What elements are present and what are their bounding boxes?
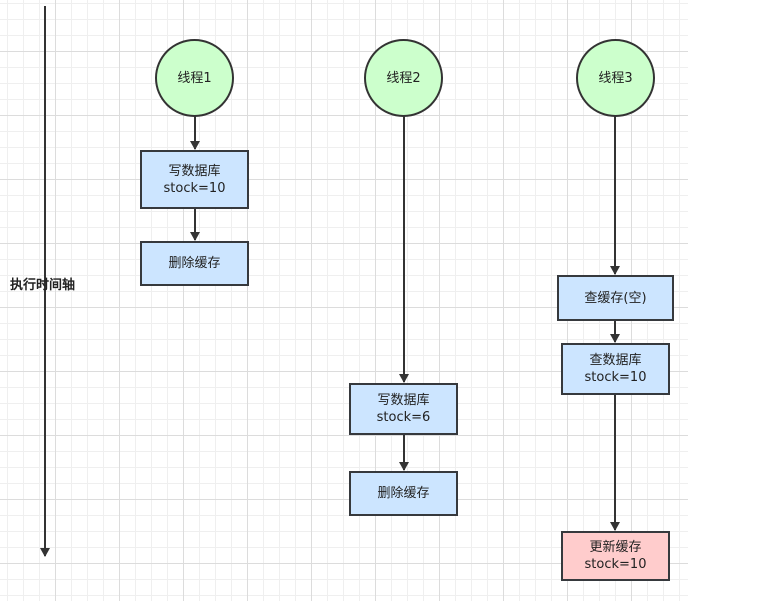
thread3-query-cache-box[interactable]: 查缓存(空) <box>557 275 674 321</box>
thread1-node[interactable]: 线程1 <box>155 39 234 117</box>
thread3-node[interactable]: 线程3 <box>576 39 655 117</box>
thread2-delete-cache-box[interactable]: 删除缓存 <box>349 471 458 516</box>
thread1-delete-cache-box[interactable]: 删除缓存 <box>140 241 249 286</box>
thread2-node[interactable]: 线程2 <box>364 39 443 117</box>
thread2-write-db-box[interactable]: 写数据库 stock=6 <box>349 383 458 435</box>
thread1-write-db-box[interactable]: 写数据库 stock=10 <box>140 150 249 209</box>
thread3-query-db-box[interactable]: 查数据库 stock=10 <box>561 343 670 395</box>
thread3-update-cache-box[interactable]: 更新缓存 stock=10 <box>561 531 670 581</box>
timeline-label: 执行时间轴 <box>10 278 76 293</box>
